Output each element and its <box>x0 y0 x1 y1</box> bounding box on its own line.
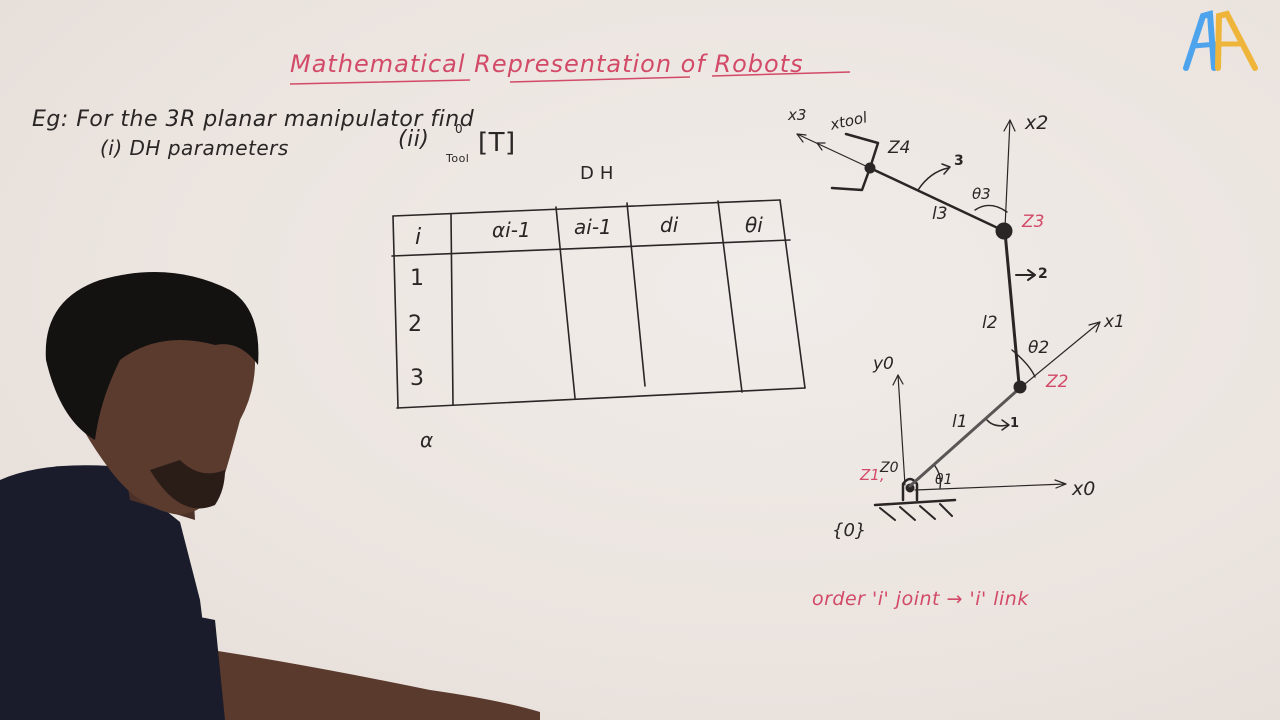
col-header-alpha: αi-1 <box>492 218 531 242</box>
example-line: Eg: For the 3R planar manipulator find <box>32 107 475 132</box>
col-header-d: di <box>660 213 679 237</box>
table-row: 1 <box>410 266 424 291</box>
transform-symbol: [T] <box>478 128 516 158</box>
table-row: 3 <box>410 366 424 391</box>
label-link3-number: 3 <box>954 153 964 169</box>
col-header-a: ai-1 <box>574 215 612 239</box>
transform-superscript: 0 <box>455 122 464 136</box>
label-theta1: θ1 <box>935 472 953 488</box>
transform-subscript: Tool <box>446 152 470 165</box>
order-note: order 'i' joint → 'i' link <box>812 588 1029 610</box>
label-theta2: θ2 <box>1028 338 1050 358</box>
label-x3: x3 <box>788 106 807 124</box>
label-z3: Z3 <box>1022 212 1045 232</box>
stray-alpha-symbol: α <box>420 428 434 452</box>
label-x2: x2 <box>1025 112 1049 134</box>
col-header-theta: θi <box>745 213 763 237</box>
question-dh-parameters: (i) DH parameters <box>100 136 289 160</box>
question-transform-label: (ii) <box>398 127 430 152</box>
col-header-i: i <box>415 225 422 250</box>
channel-logo-icon <box>1183 10 1258 71</box>
label-theta3: θ3 <box>972 185 991 203</box>
label-l2: l2 <box>982 313 998 333</box>
label-frame-0: {0} <box>832 520 867 541</box>
label-z2: Z2 <box>1046 372 1069 392</box>
label-y0: y0 <box>873 354 894 374</box>
label-x0: x0 <box>1072 478 1096 500</box>
label-link2-number: 2 <box>1038 266 1048 282</box>
board-title: Mathematical Representation of Robots <box>290 50 804 78</box>
label-z4: Z4 <box>888 138 911 158</box>
label-x1: x1 <box>1104 312 1125 332</box>
table-title: DH <box>580 163 620 184</box>
label-link1-number: 1 <box>1010 416 1020 431</box>
label-z1: Z1, <box>860 466 885 484</box>
label-l1: l1 <box>952 412 968 432</box>
label-z0: Z0 <box>880 460 899 476</box>
table-row: 2 <box>408 312 422 337</box>
label-l3: l3 <box>932 204 948 224</box>
